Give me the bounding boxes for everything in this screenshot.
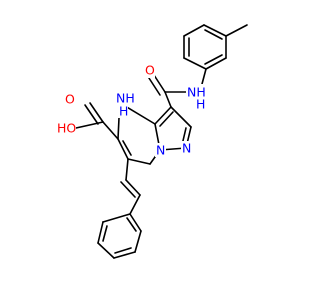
acid-carbonyl-oxygen-label: O — [65, 92, 75, 107]
amide-nh-label: NH — [187, 85, 206, 100]
bond-c-o-double-a — [89, 102, 104, 123]
bond-ph-4-inner — [114, 247, 132, 254]
bond-tol-3 — [183, 24, 205, 37]
amide-carbonyl-oxygen-label: O — [145, 63, 155, 78]
amide-nh-hydrogen-label: H — [196, 97, 205, 112]
chemical-structure: HO O NH H O NH H N N — [56, 24, 248, 259]
bond-c7-vinyl — [125, 158, 129, 181]
bond-tol-4 — [203, 24, 227, 37]
bond-c5-c6-inner — [122, 140, 132, 156]
bond-tol-methyl — [225, 24, 248, 37]
pyrazole-n1-label: N — [156, 143, 165, 158]
bond-acid-ring — [102, 121, 119, 140]
bond-ph-2 — [97, 221, 104, 244]
bond-c3-c2 — [170, 106, 192, 128]
bond-ph-2-inner — [102, 225, 108, 242]
bond-ph-1 — [102, 213, 131, 223]
bond-c6-c7 — [127, 158, 151, 165]
bond-c3a-c3-inner — [159, 111, 174, 127]
bond-c-oh — [75, 121, 104, 129]
bond-vinyl-double — [125, 179, 141, 196]
bond-layer — [75, 24, 248, 259]
bond-nh-c3a — [124, 105, 156, 125]
bond-tol-4-inner — [204, 29, 223, 40]
bond-c5-nh — [117, 117, 120, 140]
bond-c5-c6 — [117, 138, 129, 160]
bond-c3-amide-c — [164, 91, 172, 108]
bond-ph-5 — [134, 230, 142, 253]
bond-c3a-c3 — [154, 106, 172, 125]
bond-ph-3 — [97, 242, 115, 259]
ring-nh-hydrogen-label: H — [119, 104, 128, 119]
atom-label-layer: HO O NH H O NH H N N — [56, 63, 206, 158]
bond-ph-4 — [113, 251, 136, 259]
ring-nh-label: NH — [116, 91, 135, 106]
bond-vinyl-phenyl — [129, 194, 141, 215]
bond-amide-n-aryl — [201, 68, 207, 85]
bond-c-o-double-b — [84, 104, 99, 125]
bond-tol-6 — [205, 57, 227, 70]
bond-ph-6 — [129, 213, 142, 232]
pyrazole-n2-label: N — [182, 141, 191, 156]
bond-vinyl-double-inner — [120, 181, 136, 198]
bond-amide-c-o-b — [146, 74, 161, 96]
molecule-canvas: HO O NH H O NH H N N — [56, 24, 248, 259]
hydroxyl-label: HO — [57, 121, 76, 136]
bond-tol-6-inner — [204, 54, 223, 65]
bond-tol-1 — [183, 57, 207, 70]
bond-ph-6-inner — [126, 217, 137, 232]
